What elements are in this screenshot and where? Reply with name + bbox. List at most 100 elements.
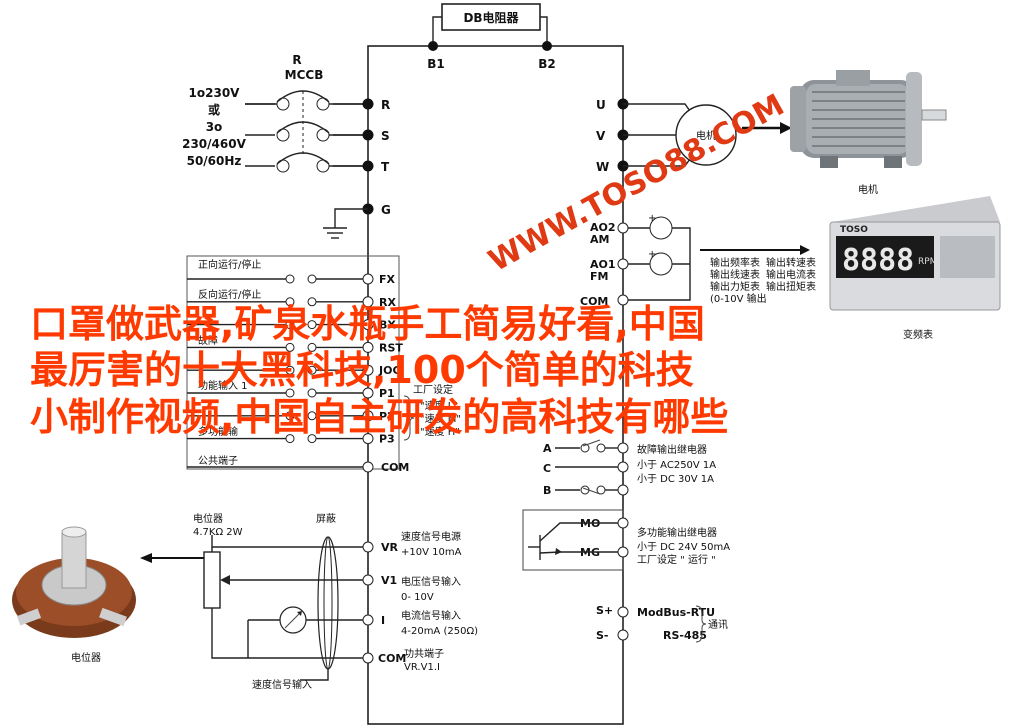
svg-text:+: + xyxy=(648,249,656,260)
comm-label: 通讯 xyxy=(708,619,728,631)
inverter-box xyxy=(367,45,624,725)
com-right-label: COM xyxy=(580,295,608,308)
meter-desc-4: 输出转速表 xyxy=(766,256,816,269)
pot-spec: 4.7KΩ 2W xyxy=(193,527,243,538)
di-terminal-label-p2: P2 xyxy=(379,410,395,423)
di-switch-contact xyxy=(285,434,295,444)
multi-relay-spec: 小于 DC 24V 50mA xyxy=(637,541,730,553)
com-line2: VR.V1.I xyxy=(404,662,440,673)
relay-b: B xyxy=(543,484,551,497)
terminal-com-left: COM xyxy=(381,461,409,474)
factory-l: "速度 L" xyxy=(420,399,458,412)
terminal-vr: VR xyxy=(381,541,399,554)
meter-description: 输出频率表 输出线速表 输出力矩表 输出转速表 输出电流表 输出扭矩表 (0-1… xyxy=(710,256,816,305)
di-terminal xyxy=(362,273,374,285)
power-input-spec: 1o230V 或 3o 230/460V 50/60Hz xyxy=(182,86,246,168)
motor-symbol xyxy=(675,104,737,166)
di-switch-contact xyxy=(285,365,295,375)
shield-label: 屏蔽 xyxy=(316,513,336,525)
fault-relay-spec2: 小于 DC 30V 1A xyxy=(637,473,714,485)
mccb-r-label: R xyxy=(292,53,301,67)
terminal-v: V xyxy=(596,129,606,143)
meter-unit: RPM xyxy=(918,257,937,267)
output-terminals: U V W 电机 xyxy=(596,98,792,174)
meter-brand: TOSO xyxy=(840,225,868,235)
speed-input-label: 速度信号输入 xyxy=(252,678,312,691)
terminal-s-plus: S+ xyxy=(596,604,613,617)
di-label-p3: 多功能输 xyxy=(198,425,238,438)
power-line1: 1o230V xyxy=(189,86,241,100)
multi-function-relay: MO MG 多功能输出继电器 小于 DC 24V 50mA 工厂设定 " 运行 … xyxy=(522,509,730,571)
terminal-v1: V1 xyxy=(381,574,397,587)
potentiometer-symbol xyxy=(203,551,221,609)
mccb-label: MCCB xyxy=(285,68,324,82)
overlay-headline: 口罩做武器,矿泉水瓶手工简易好看,中国 最厉害的十大黑科技,100个简单的科技 … xyxy=(30,302,728,439)
di-switch-contact xyxy=(285,388,295,398)
di-terminal-label-rx: RX xyxy=(379,296,396,309)
terminal-com-speed: COM xyxy=(378,652,406,665)
di-terminal xyxy=(362,433,374,445)
power-line3: 3o xyxy=(206,120,223,134)
di-terminal-label-jog: JOG xyxy=(378,364,401,377)
di-terminal-label-bx: BX xyxy=(379,319,396,332)
meter-caption: 变频表 xyxy=(903,328,933,341)
factory-m: "速度 M" xyxy=(420,412,461,425)
meter-desc-6: 输出扭矩表 xyxy=(766,280,816,293)
b2-terminal xyxy=(542,41,552,51)
communication: S+ S- ModBus-RTU RS-485 通讯 xyxy=(596,604,728,643)
power-line2: 或 xyxy=(208,102,220,117)
di-label-rx: 反向运行/停止 xyxy=(198,288,261,301)
fault-relay-spec1: 小于 AC250V 1A xyxy=(637,459,716,471)
terminal-s: S xyxy=(381,129,390,143)
fault-relay-title: 故障输出继电器 xyxy=(637,443,707,456)
terminal-w: W xyxy=(596,160,609,174)
factory-h: "速度 H" xyxy=(420,425,460,438)
ao2-label: AO2 xyxy=(590,221,616,234)
di-terminal-label-rst: RST xyxy=(379,341,403,354)
meter-desc-3: 输出力矩表 xyxy=(710,280,760,293)
analog-outputs: AO2 AM AO1 FM COM + + xyxy=(580,213,810,308)
di-switch-contact xyxy=(285,274,295,284)
di-terminal xyxy=(362,364,374,376)
di-switch-contact xyxy=(285,297,295,307)
power-line4: 230/460V xyxy=(182,137,246,151)
overlay-line-2: 最厉害的十大黑科技,100个简单的科技 xyxy=(30,348,694,392)
v1-line1: 电压信号输入 xyxy=(401,575,461,588)
terminal-s-minus: S- xyxy=(596,629,609,642)
di-terminal xyxy=(362,319,374,331)
terminal-g: G xyxy=(381,203,391,217)
potentiometer-photo: 电位器 xyxy=(12,526,136,664)
di-switch-contact xyxy=(307,274,317,284)
di-terminal xyxy=(362,410,374,422)
i-line1: 电流信号输入 xyxy=(401,609,461,622)
motor-photo: 电机 xyxy=(790,70,947,196)
vr-line1: 速度信号电源 xyxy=(401,530,461,543)
motor-symbol-label: 电机 xyxy=(696,129,716,142)
di-terminal-label-p1: P1 xyxy=(379,387,395,400)
meter-desc-2: 输出线速表 xyxy=(710,268,760,281)
comm-bus: RS-485 xyxy=(663,629,707,642)
multi-relay-title: 多功能输出继电器 xyxy=(637,526,717,539)
terminal-i: I xyxy=(381,614,385,627)
speed-inputs: 电位器 4.7KΩ 2W 屏蔽 VR V1 I COM 速度信号电源 +10V … xyxy=(140,512,478,691)
db-resistor: DB电阻器 B1 B2 xyxy=(427,3,556,71)
di-switch-contact xyxy=(285,320,295,330)
am-label: AM xyxy=(590,233,609,246)
motor-photo-label: 电机 xyxy=(858,183,878,196)
com-line1: 功共端子 xyxy=(404,647,444,660)
meter-desc-1: 输出频率表 xyxy=(710,256,760,269)
overlay-line-3: 小制作视频,中国自主研发的高科技有哪些 xyxy=(30,395,728,439)
di-label-p1: 功能输入 1 xyxy=(198,379,248,392)
i-line2: 4-20mA (250Ω) xyxy=(401,626,478,637)
power-line5: 50/60Hz xyxy=(187,154,242,168)
comm-protocol: ModBus-RTU xyxy=(637,606,715,619)
ao1-label: AO1 xyxy=(590,258,616,271)
vr-line2: +10V 10mA xyxy=(401,547,462,558)
di-label-fx: 正向运行/停止 xyxy=(198,258,261,271)
di-terminal xyxy=(362,296,374,308)
di-terminal-label-fx: FX xyxy=(379,273,396,286)
pot-photo-label: 电位器 xyxy=(71,651,101,664)
multi-relay-factory: 工厂设定 " 运行 " xyxy=(637,553,716,566)
